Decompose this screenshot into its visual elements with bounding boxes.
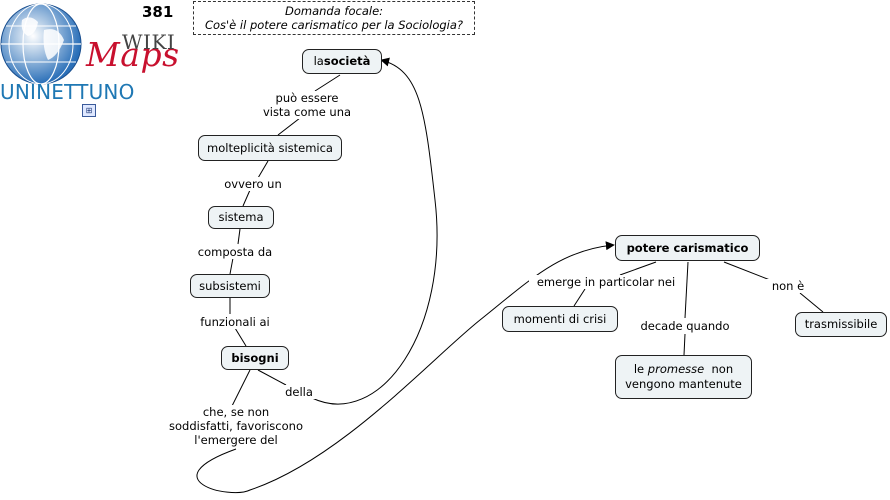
edge-potere-decade xyxy=(684,261,689,319)
edge-composta-subsistemi xyxy=(229,257,234,275)
node-sistema[interactable]: sistema xyxy=(208,206,274,229)
link-puo-essere: può essere vista come una xyxy=(256,91,358,119)
edge-della-societa xyxy=(311,57,438,405)
link-che-se-non-line2: soddisfatti, favoriscono xyxy=(169,419,303,433)
link-che-se-non-line1: che, se non xyxy=(202,405,270,419)
node-momenti-di-crisi[interactable]: momenti di crisi xyxy=(502,306,618,332)
node-promesse-pre: le xyxy=(633,362,648,376)
node-promesse[interactable]: le promesse non vengono mantenute xyxy=(615,355,752,399)
focal-question-box: Domanda focale: Cos'è il potere carismat… xyxy=(193,1,475,35)
node-la-societa-prefix: la xyxy=(313,54,324,68)
node-promesse-line2: vengono mantenute xyxy=(625,377,742,391)
edge-bisogni-che xyxy=(231,369,251,407)
globe-icon xyxy=(0,3,82,85)
focal-question-title: Domanda focale: xyxy=(284,4,384,18)
edge-emerge-crisi xyxy=(573,288,586,307)
link-non-e: non è xyxy=(766,279,810,293)
node-molteplicita-sistemica[interactable]: molteplicità sistemica xyxy=(198,135,342,161)
logo-maps-text: Maps xyxy=(86,35,180,74)
edge-potere-nonE xyxy=(723,261,771,281)
node-la-societa[interactable]: la società xyxy=(302,49,382,74)
page-number: 381 xyxy=(142,3,174,21)
node-subsistemi[interactable]: subsistemi xyxy=(190,274,270,298)
wikimaps-logo: Maps WIKI UNINETTUNO ⊞ xyxy=(0,0,185,120)
node-la-societa-emph: società xyxy=(323,54,371,68)
node-trasmissibile[interactable]: trasmissibile xyxy=(795,312,887,337)
focal-question-text: Cos'è il potere carismatico per la Socio… xyxy=(204,18,464,32)
logo-uninettuno-text: UNINETTUNO xyxy=(0,80,135,104)
edge-sistema-composta xyxy=(237,228,241,245)
link-decade-quando: decade quando xyxy=(633,319,737,333)
link-puo-essere-line1: può essere xyxy=(275,91,339,105)
node-promesse-line1: le promesse non xyxy=(634,362,733,377)
link-che-se-non: che, se non soddisfatti, favoriscono l'e… xyxy=(152,405,320,447)
edge-bisogni-della xyxy=(257,369,287,386)
link-che-se-non-line3: l'emergere del xyxy=(194,433,278,447)
link-della: della xyxy=(280,385,318,399)
link-puo-essere-line2: vista come una xyxy=(262,105,352,119)
link-emerge: emerge in particolar nei xyxy=(529,275,683,289)
concept-map-icon[interactable]: ⊞ xyxy=(82,104,96,117)
node-potere-carismatico[interactable]: potere carismatico xyxy=(615,235,760,261)
logo-wiki-text: WIKI xyxy=(122,30,176,54)
node-promesse-emph: promesse xyxy=(647,362,705,376)
edge-molteplicita-ovvero xyxy=(257,160,269,179)
node-bisogni[interactable]: bisogni xyxy=(221,346,289,370)
link-funzionali-ai: funzionali ai xyxy=(193,315,277,329)
edge-funzionali-bisogni xyxy=(234,327,247,347)
edge-nonE-trasmissibile xyxy=(799,292,824,313)
node-promesse-post: non xyxy=(704,362,734,376)
edge-potere-emerge xyxy=(619,261,657,276)
link-ovvero-un: ovvero un xyxy=(218,177,288,191)
edge-decade-promesse xyxy=(683,333,686,356)
edge-societa-puo xyxy=(314,74,341,92)
edge-ovvero-sistema xyxy=(242,189,251,207)
link-composta-da: composta da xyxy=(191,245,279,259)
edge-puo-molteplicita xyxy=(277,117,301,136)
